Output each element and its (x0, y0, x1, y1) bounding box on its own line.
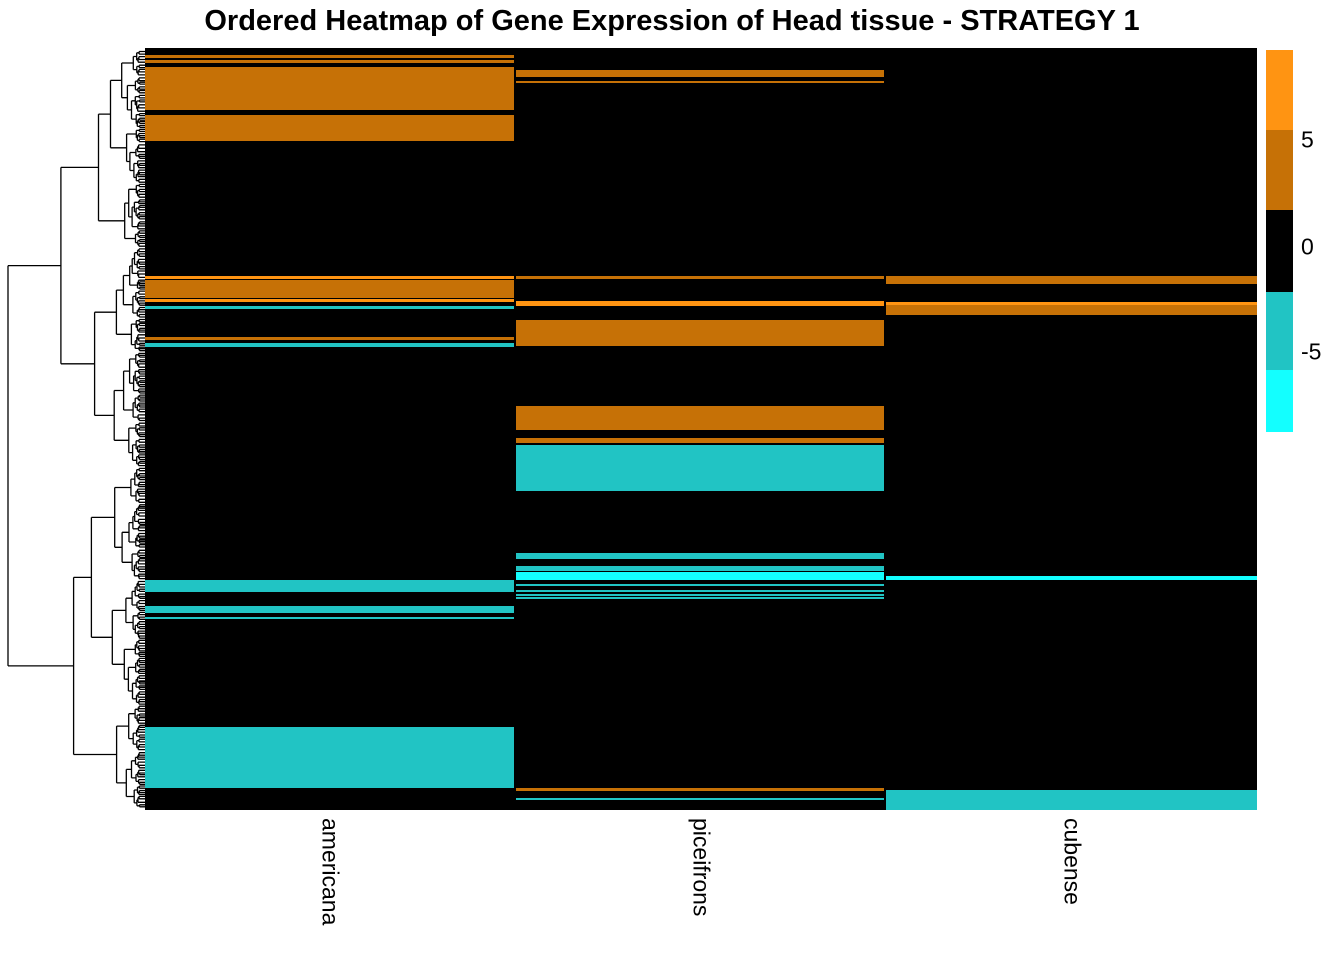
heatmap-band (145, 279, 514, 298)
heatmap-band (145, 580, 514, 592)
legend-color-block (1266, 210, 1293, 292)
heatmap-band (515, 81, 885, 83)
heatmap-band (886, 304, 1257, 315)
heatmap-band (515, 594, 885, 596)
heatmap-column-americana (145, 48, 516, 810)
heatmap-band (515, 406, 885, 430)
heatmap-band (886, 576, 1257, 580)
heatmap-band (145, 55, 514, 58)
column-label-piceifrons: piceifrons (688, 818, 715, 917)
heatmap-band (515, 301, 885, 306)
heatmap-band (515, 276, 885, 279)
heatmap-band (145, 727, 514, 788)
heatmap-band (145, 67, 514, 111)
heatmap-band (145, 343, 514, 347)
heatmap-body (145, 48, 1257, 810)
heatmap-band (515, 589, 885, 592)
heatmap-band (145, 606, 514, 613)
heatmap-band (515, 553, 885, 559)
legend-color-block (1266, 50, 1293, 130)
heatmap-band (515, 320, 885, 346)
column-label-cubense: cubense (1059, 818, 1086, 905)
heatmap-band (515, 70, 885, 77)
heatmap-band (145, 60, 514, 63)
legend-tick-0: 0 (1301, 233, 1314, 260)
column-label-americana: americana (317, 818, 344, 926)
heatmap-band (886, 276, 1257, 284)
heatmap-band (145, 276, 514, 279)
heatmap-band (515, 788, 885, 791)
heatmap-band (886, 790, 1257, 810)
heatmap-band (145, 306, 514, 309)
chart-title: Ordered Heatmap of Gene Expression of He… (204, 5, 1140, 37)
legend-color-block (1266, 130, 1293, 210)
heatmap-band (515, 438, 885, 443)
heatmap-band (515, 798, 885, 801)
heatmap-band (886, 302, 1257, 305)
legend-color-block (1266, 292, 1293, 370)
heatmap-band (145, 617, 514, 619)
heatmap-band (515, 572, 885, 580)
color-scale-legend (1266, 50, 1293, 432)
legend-tick-5: 5 (1301, 126, 1314, 153)
heatmap-column-cubense (886, 48, 1257, 810)
heatmap-band (515, 583, 885, 586)
dendrogram-lines (7, 50, 145, 808)
heatmap-band (145, 337, 514, 340)
heatmap-band (145, 114, 514, 141)
heatmap-band (145, 298, 514, 302)
heatmap-band (515, 565, 885, 571)
legend-color-block (1266, 370, 1293, 432)
heatmap-band (515, 445, 885, 491)
heatmap-band (515, 597, 885, 599)
legend-tick-neg5: -5 (1301, 338, 1322, 365)
heatmap-column-piceifrons (515, 48, 887, 810)
